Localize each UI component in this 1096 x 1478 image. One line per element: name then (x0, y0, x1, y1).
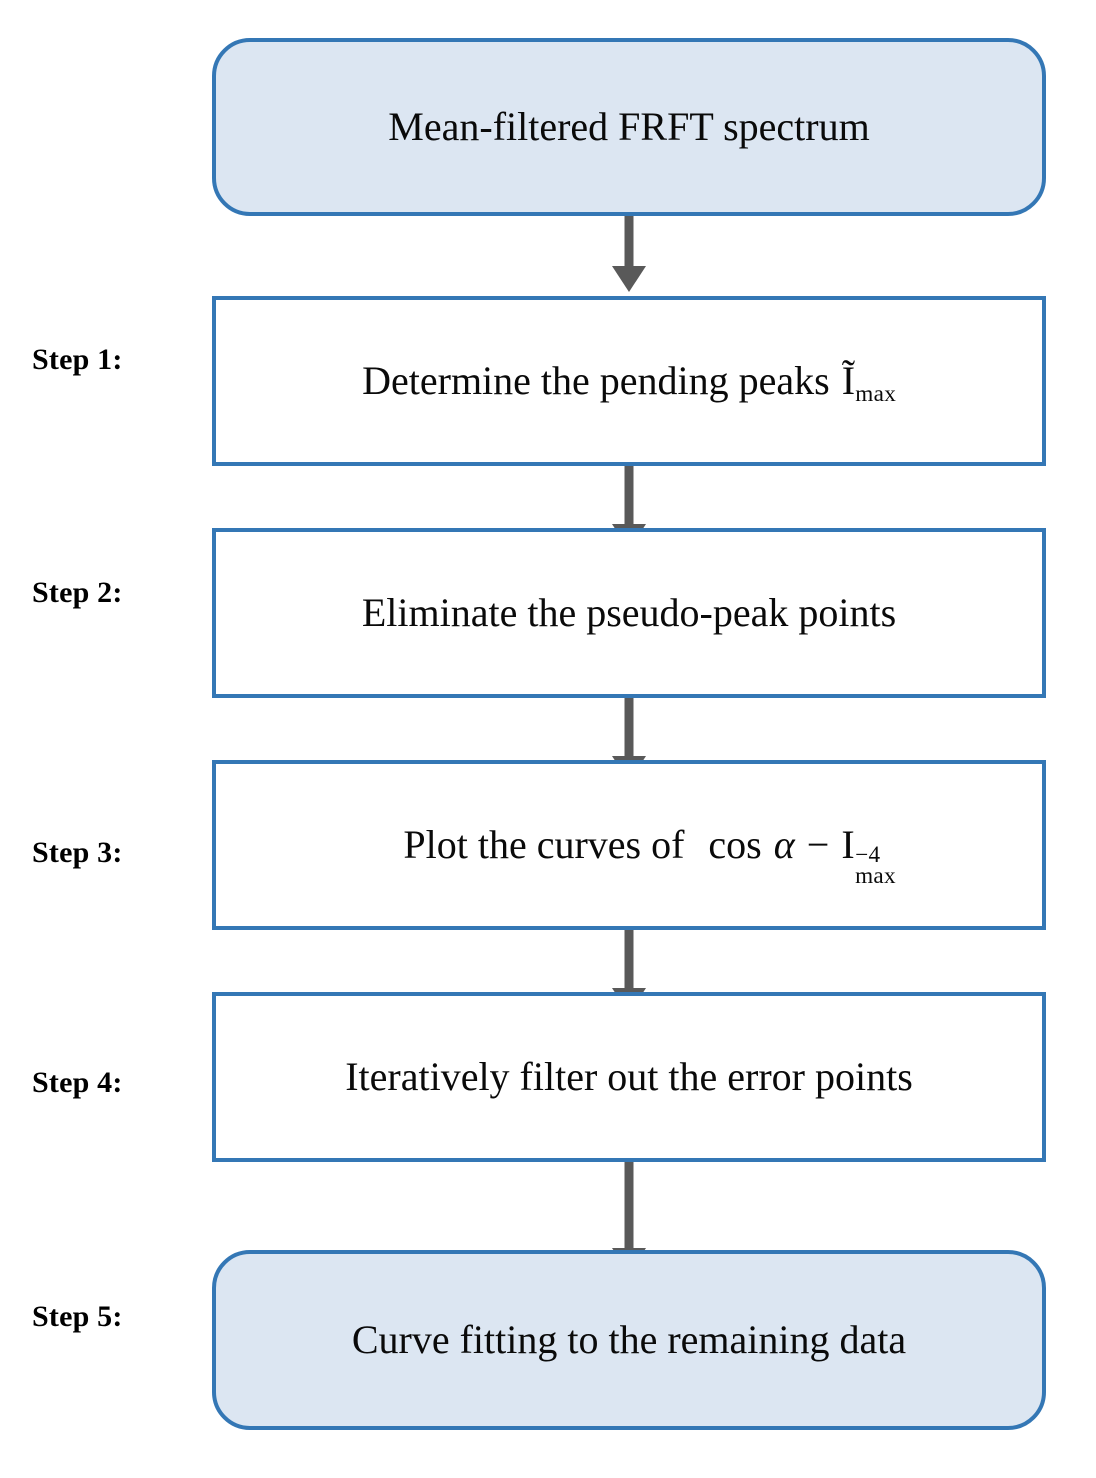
flow-node-step-4[interactable]: Iteratively filter out the error points (212, 992, 1046, 1162)
step-1-text-prefix: Determine the pending peaks (362, 358, 830, 403)
math-symbol-i-tilde-max: Ĩmax (841, 358, 897, 407)
step-label-4: Step 4: (32, 1066, 123, 1099)
step-3-text-prefix: Plot the curves of (403, 822, 685, 867)
arrow-shaft (624, 698, 634, 760)
math-operator-minus: − (806, 822, 830, 867)
step-label-1: Step 1: (32, 343, 123, 376)
step-label-2: Step 2: (32, 576, 123, 609)
flow-node-step-4-label: Iteratively filter out the error points (345, 1054, 913, 1099)
step-label-3: Step 3: (32, 836, 123, 869)
flow-node-step-2[interactable]: Eliminate the pseudo-peak points (212, 528, 1046, 698)
math-function-cos: cos (708, 822, 762, 867)
flow-node-start[interactable]: Mean-filtered FRFT spectrum (212, 38, 1046, 216)
math-base-i-tilde: Ĩ (841, 358, 856, 403)
math-symbol-alpha: α (773, 822, 795, 867)
arrow-shaft (624, 1162, 634, 1252)
flow-node-step-5-label: Curve fitting to the remaining data (351, 1317, 907, 1362)
arrow-shaft (624, 930, 634, 992)
flow-node-step-5[interactable]: Curve fitting to the remaining data (212, 1250, 1046, 1430)
flow-node-step-2-label: Eliminate the pseudo-peak points (361, 590, 897, 635)
arrow-shaft (624, 466, 634, 528)
arrow-head (612, 266, 646, 292)
arrow-shaft (624, 216, 634, 270)
flow-node-start-label: Mean-filtered FRFT spectrum (388, 104, 870, 149)
step-label-5: Step 5: (32, 1300, 123, 1333)
math-superscript-minus-four: −4 (855, 841, 881, 868)
math-subscript-max: max (855, 863, 896, 890)
math-base-i: I (841, 822, 855, 867)
math-subscript-max: max (855, 380, 897, 407)
